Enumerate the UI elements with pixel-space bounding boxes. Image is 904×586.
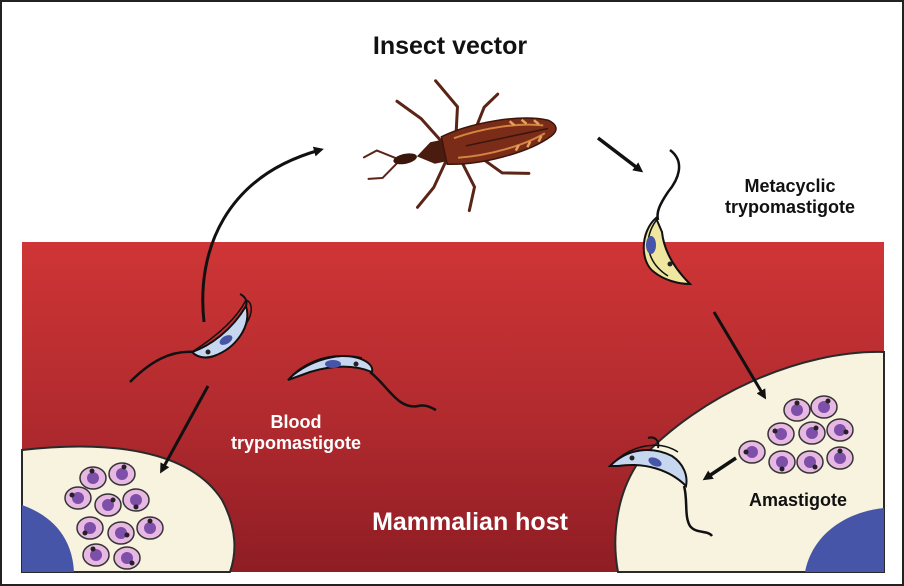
blood-label-line-2: trypomastigote	[196, 433, 396, 454]
blood-trypomastigote-label: Blood trypomastigote	[196, 412, 396, 453]
metacyclic-label: Metacyclic trypomastigote	[690, 176, 890, 217]
blood-label-line-1: Blood	[196, 412, 396, 433]
metacyclic-label-line-2: trypomastigote	[690, 197, 890, 218]
mammalian-host-label: Mammalian host	[320, 508, 620, 537]
metacyclic-label-line-1: Metacyclic	[690, 176, 890, 197]
diagram-title: Insect vector	[300, 32, 600, 61]
amastigote-label: Amastigote	[718, 490, 878, 511]
